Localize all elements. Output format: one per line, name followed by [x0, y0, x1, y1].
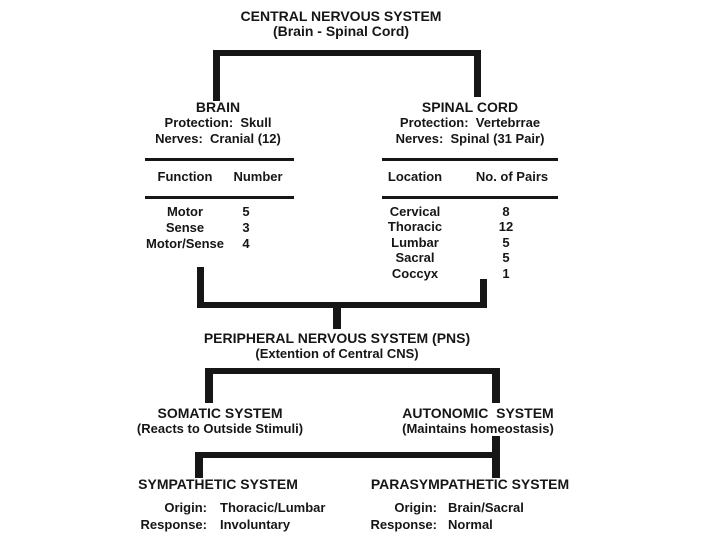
brain-row-label: Motor — [166, 204, 204, 219]
origin-value: Thoracic/Lumbar — [220, 500, 326, 515]
spinal-block: SPINAL CORD Protection: Vertebrrae Nerve… — [378, 100, 562, 147]
autonomic-block: AUTONOMIC SYSTEM (Maintains homeostasis) — [378, 405, 578, 437]
pns-merge-right-leg — [480, 279, 487, 308]
cns-split-left-leg — [213, 50, 220, 101]
brain-table-rule-bottom — [145, 196, 294, 199]
brain-table-col2-header: Number — [233, 169, 283, 184]
pns-split-right-leg — [492, 368, 500, 403]
spinal-row-value: 8 — [502, 204, 510, 219]
brain-nerves: Nerves: Cranial (12) — [155, 131, 281, 146]
pns-merge-left-leg — [197, 267, 204, 308]
parasympathetic-details: Origin: Brain/Sacral Response: Normal — [337, 499, 577, 533]
response-value: Normal — [448, 517, 493, 532]
spinal-table-col1-header: Location — [387, 169, 443, 184]
spinal-table-rule-top — [382, 158, 558, 161]
spinal-nerves: Nerves: Spinal (31 Pair) — [395, 131, 545, 146]
brain-row-label: Motor/Sense — [145, 236, 224, 251]
pns-block: PERIPHERAL NERVOUS SYSTEM (PNS) (Extenti… — [187, 330, 487, 362]
sympathetic-origin-row: Origin: Thoracic/Lumbar — [107, 499, 347, 516]
origin-label: Origin: — [394, 500, 437, 515]
origin-value: Brain/Sacral — [448, 500, 524, 515]
cns-subtitle: (Brain - Spinal Cord) — [272, 23, 410, 39]
brain-row-label: Sense — [165, 220, 205, 235]
spinal-row-label: Cervical — [389, 204, 441, 219]
origin-label: Origin: — [164, 500, 207, 515]
spinal-row-label: Lumbar — [391, 235, 439, 250]
autonomic-split-right-leg — [492, 452, 500, 478]
spinal-row-value: 12 — [498, 219, 514, 234]
brain-table-col1-header: Function — [157, 169, 213, 184]
parasympathetic-origin-row: Origin: Brain/Sacral — [337, 499, 577, 516]
somatic-block: SOMATIC SYSTEM (Reacts to Outside Stimul… — [120, 405, 320, 437]
brain-row-value: 4 — [242, 236, 250, 251]
pns-title: PERIPHERAL NERVOUS SYSTEM (PNS) — [203, 330, 471, 346]
autonomic-title: AUTONOMIC SYSTEM — [402, 405, 554, 421]
pns-subtitle: (Extention of Central CNS) — [255, 346, 419, 361]
spinal-table-rule-bottom — [382, 196, 558, 199]
sympathetic-response-row: Response: Involuntary — [107, 516, 347, 533]
cns-split-bar — [213, 50, 481, 56]
spinal-row-value: 1 — [502, 266, 510, 281]
brain-table-rule-top — [145, 158, 294, 161]
sympathetic-details: Origin: Thoracic/Lumbar Response: Involu… — [107, 499, 347, 533]
autonomic-split-bar — [195, 452, 500, 458]
spinal-title: SPINAL CORD — [421, 99, 519, 115]
spinal-row-value: 5 — [502, 235, 510, 250]
autonomic-subtitle: (Maintains homeostasis) — [402, 421, 554, 436]
response-value: Involuntary — [220, 517, 291, 532]
spinal-table-col2-header: No. of Pairs — [475, 169, 549, 184]
cns-title-block: CENTRAL NERVOUS SYSTEM (Brain - Spinal C… — [163, 9, 519, 39]
autonomic-split-left-leg — [195, 452, 203, 478]
brain-title: BRAIN — [195, 99, 241, 115]
spinal-row-label: Coccyx — [391, 266, 439, 281]
response-label: Response: — [140, 517, 207, 532]
pns-split-left-leg — [205, 368, 213, 403]
cns-title: CENTRAL NERVOUS SYSTEM — [240, 8, 442, 24]
spinal-protection: Protection: Vertebrrae — [399, 115, 541, 130]
somatic-title: SOMATIC SYSTEM — [157, 405, 283, 421]
response-label: Response: — [370, 517, 437, 532]
spinal-row-label: Sacral — [395, 250, 435, 265]
brain-block: BRAIN Protection: Skull Nerves: Cranial … — [126, 100, 310, 147]
brain-row-value: 3 — [242, 220, 250, 235]
parasympathetic-response-row: Response: Normal — [337, 516, 577, 533]
sympathetic-title: SYMPATHETIC SYSTEM — [138, 476, 298, 492]
pns-split-bar — [205, 368, 500, 374]
parasympathetic-title: PARASYMPATHETIC SYSTEM — [370, 476, 570, 492]
spinal-row-value: 5 — [502, 250, 510, 265]
cns-split-right-leg — [474, 50, 481, 97]
brain-row-value: 5 — [242, 204, 250, 219]
spinal-row-label: Thoracic — [387, 219, 443, 234]
autonomic-stem — [492, 436, 500, 453]
somatic-subtitle: (Reacts to Outside Stimuli) — [136, 421, 304, 436]
pns-merge-bar — [197, 302, 487, 308]
brain-protection: Protection: Skull — [164, 115, 272, 130]
pns-merge-stem — [333, 306, 341, 329]
